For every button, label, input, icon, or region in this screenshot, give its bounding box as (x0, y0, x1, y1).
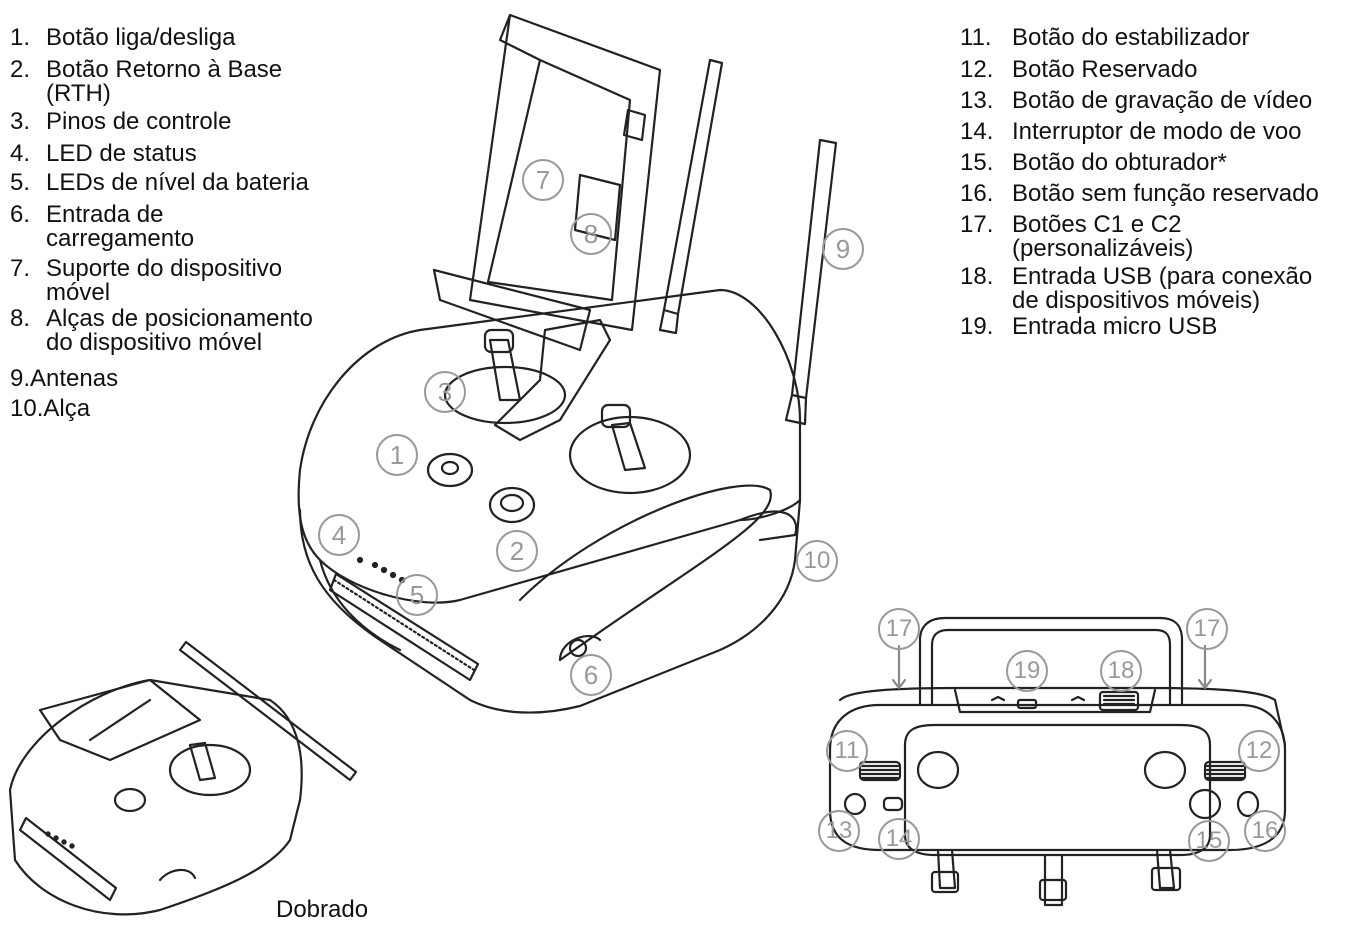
callout-6: 6 (570, 654, 612, 696)
legend-left: 1.Botão liga/desliga 2.Botão Retorno à B… (10, 26, 346, 427)
legend-item: 8.Alças de posicionamento do dispositivo… (10, 305, 313, 356)
legend-item: 14.Interruptor de modo de voo (960, 118, 1302, 145)
callout-7: 7 (522, 159, 564, 201)
legend-item: 4.LED de status (10, 140, 197, 167)
callout-17-left: 17 (878, 608, 920, 650)
main-controller-drawing (297, 13, 838, 714)
callout-9: 9 (822, 228, 864, 270)
callout-19: 19 (1006, 650, 1048, 692)
callout-11: 11 (826, 730, 868, 772)
callout-15: 15 (1188, 820, 1230, 862)
legend-item: 15.Botão do obturador* (960, 149, 1227, 176)
folded-controller-drawing (8, 640, 358, 916)
callout-3: 3 (424, 371, 466, 413)
legend-item: 12.Botão Reservado (960, 56, 1198, 83)
legend-item: 18.Entrada USB (para conexão de disposit… (960, 263, 1313, 314)
legend-item: 13.Botão de gravação de vídeo (960, 87, 1313, 114)
legend-item: 1.Botão liga/desliga (10, 24, 236, 51)
callout-12: 12 (1238, 730, 1280, 772)
legend-item: 11.Botão do estabilizador (960, 24, 1250, 51)
legend-item: 10.Alça (10, 395, 91, 422)
callout-4: 4 (318, 514, 360, 556)
callout-13: 13 (818, 810, 860, 852)
legend-item: 7.Suporte do dispositivo móvel (10, 255, 283, 306)
legend-item: 9.Antenas (10, 365, 119, 392)
legend-item: 3.Pinos de controle (10, 108, 232, 135)
rear-view-drawing (828, 616, 1287, 907)
callout-5: 5 (396, 574, 438, 616)
callout-14: 14 (878, 818, 920, 860)
callout-16: 16 (1244, 810, 1286, 852)
callout-10: 10 (796, 540, 838, 582)
callout-1: 1 (376, 434, 418, 476)
legend-item: 6.Entrada de carregamento (10, 201, 195, 252)
callout-18: 18 (1100, 650, 1142, 692)
callout-8: 8 (570, 213, 612, 255)
legend-item: 5.LEDs de nível da bateria (10, 169, 309, 196)
legend-right: 11.Botão do estabilizador 12.Botão Reser… (960, 26, 1342, 345)
legend-item: 19.Entrada micro USB (960, 313, 1218, 340)
callout-17-right: 17 (1186, 608, 1228, 650)
legend-item: 2.Botão Retorno à Base (RTH) (10, 56, 283, 107)
legend-item: 17.Botões C1 e C2 (personalizáveis) (960, 211, 1194, 262)
legend-item: 16.Botão sem função reservado (960, 180, 1319, 207)
callout-2: 2 (496, 530, 538, 572)
folded-caption: Dobrado (276, 896, 369, 923)
